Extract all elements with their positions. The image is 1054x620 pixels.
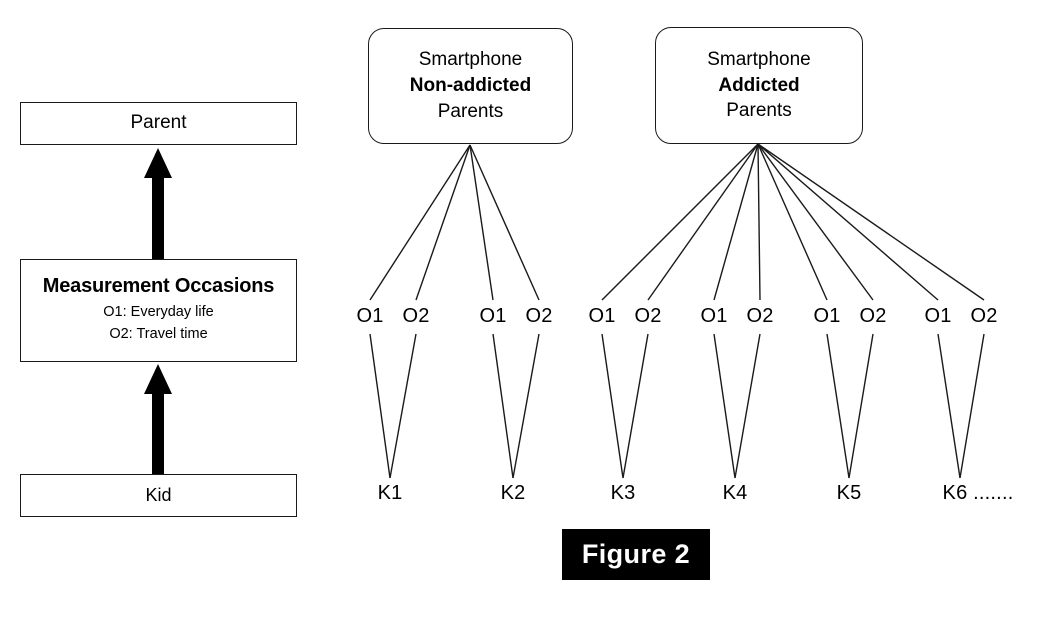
- level-box-measurement-occasions: Measurement Occasions O1: Everyday life …: [20, 259, 297, 362]
- kid-label-k5: K5: [836, 482, 862, 504]
- group-box-non-addicted-parents: Smartphone Non-addicted Parents: [368, 28, 573, 144]
- group-box-non-addicted-line2: Non-addicted: [409, 75, 532, 97]
- kid-label-k6: K6 .......: [942, 482, 1014, 504]
- occasion-label-k2-o1: O1: [479, 305, 507, 327]
- level-box-kid: Kid: [20, 474, 297, 517]
- arrow-measurement-to-parent: [144, 148, 172, 259]
- figure-caption-label: Figure 2: [581, 539, 691, 569]
- kid-label-k1: K1: [377, 482, 403, 504]
- group-box-addicted-parents: Smartphone Addicted Parents: [655, 27, 863, 144]
- occasion-label-k6-o2: O2: [970, 305, 998, 327]
- level-box-kid-label: Kid: [145, 484, 172, 505]
- occasion-label-k4-o1: O1: [700, 305, 728, 327]
- arrow-kid-to-measurement: [144, 364, 172, 474]
- kid-label-k3: K3: [610, 482, 636, 504]
- occasion-label-k6-o1: O1: [924, 305, 952, 327]
- occasion-label-k5-o2: O2: [859, 305, 887, 327]
- level-box-parent-label: Parent: [130, 112, 187, 134]
- joins-occasions-to-kids: [369, 333, 985, 479]
- measurement-occasion-o1-description: O1: Everyday life: [103, 304, 214, 321]
- level-box-parent: Parent: [20, 102, 297, 145]
- kid-label-k2: K2: [500, 482, 526, 504]
- group-box-addicted-line2: Addicted: [718, 74, 800, 96]
- figure-caption: Figure 2: [562, 529, 710, 580]
- kid-label-k4: K4: [722, 482, 748, 504]
- measurement-occasion-o2-description: O2: Travel time: [109, 325, 208, 342]
- occasion-label-k5-o1: O1: [813, 305, 841, 327]
- occasion-label-k4-o2: O2: [746, 305, 774, 327]
- fan-non-addicted-to-occasions: [369, 144, 540, 301]
- group-box-non-addicted-line3: Parents: [437, 100, 504, 122]
- level-box-measurement-occasions-label: Measurement Occasions: [42, 275, 275, 298]
- group-box-addicted-line1: Smartphone: [707, 48, 811, 70]
- occasion-label-k3-o2: O2: [634, 305, 662, 327]
- fan-addicted-to-occasions: [601, 143, 985, 301]
- group-box-addicted-line3: Parents: [726, 100, 792, 122]
- occasion-label-k1-o1: O1: [356, 305, 384, 327]
- group-box-non-addicted-line1: Smartphone: [418, 49, 523, 71]
- occasion-label-k1-o2: O2: [402, 305, 430, 327]
- occasion-label-k2-o2: O2: [525, 305, 553, 327]
- occasion-label-k3-o1: O1: [588, 305, 616, 327]
